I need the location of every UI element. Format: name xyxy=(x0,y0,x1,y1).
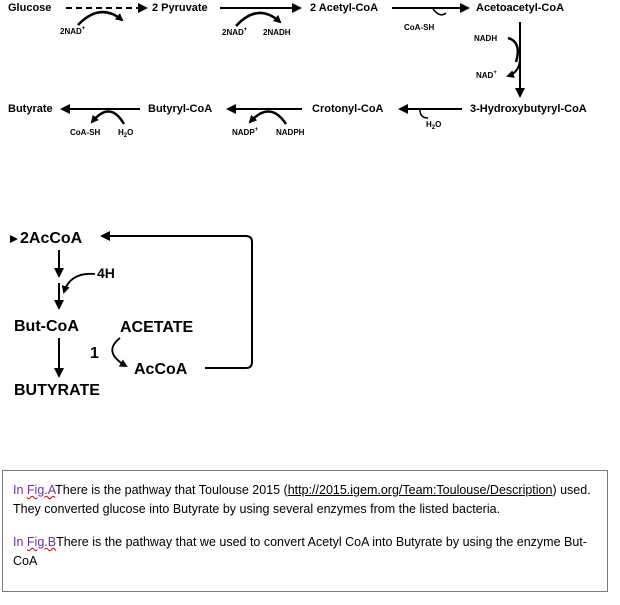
label-4h: 4H xyxy=(97,265,115,281)
curved-arrow-nad-2 xyxy=(235,11,282,27)
hook-arrow-coa-sh-1 xyxy=(432,8,447,16)
node-accoa: AcCoA xyxy=(134,361,188,378)
cofactor-h2o-1: H2O xyxy=(426,120,441,131)
fig-a-ref: In Fig.A xyxy=(13,483,56,497)
curved-arrow-nadph xyxy=(248,110,288,125)
node-2accoa: 2AcCoA xyxy=(20,230,83,247)
node-glucose: Glucose xyxy=(8,2,51,14)
toulouse-link[interactable]: http://2015.igem.org/Team:Toulouse/Descr… xyxy=(287,483,553,497)
cofactor-nad-3: NAD+ xyxy=(476,70,497,80)
cofactor-coa-sh-2: CoA-SH xyxy=(70,128,100,137)
curved-arrow-acetate-accoa xyxy=(111,337,128,368)
node-but-coa: But-CoA xyxy=(14,318,79,335)
curved-arrow-nadh-2 xyxy=(507,36,519,63)
node-acetoacetyl-coa: Acetoacetyl-CoA xyxy=(476,2,564,14)
fig-b-pathway: 2AcCoA 4H But-CoA BUTYRATE ACETATE 1 AcC… xyxy=(10,230,253,399)
node-crotonyl-coa: Crotonyl-CoA xyxy=(312,103,384,115)
label-one: 1 xyxy=(90,345,99,362)
curved-arrow-nad-3 xyxy=(506,57,521,78)
recycle-arrow-accoa-2accoa xyxy=(100,231,253,369)
node-butyryl-coa: Butyryl-CoA xyxy=(148,103,212,115)
cofactor-nad-2: 2NAD+ xyxy=(222,27,248,37)
caption-box: In Fig.AThere is the pathway that Toulou… xyxy=(2,470,608,592)
cofactor-h2o-2: H2O xyxy=(118,128,133,139)
caption-paragraph-a: In Fig.AThere is the pathway that Toulou… xyxy=(13,483,591,516)
hook-arrow-h2o-1 xyxy=(419,109,429,119)
cofactor-nad-1: 2NAD+ xyxy=(60,26,86,36)
cofactor-nadp: NADP+ xyxy=(232,127,259,137)
fig-a-pathway: Glucose 2NAD+ 2 Pyruvate 2NAD+ 2NADH 2 A… xyxy=(8,2,587,139)
pathway-diagram: Glucose 2NAD+ 2 Pyruvate 2NAD+ 2NADH 2 A… xyxy=(8,2,587,399)
curved-arrow-4h xyxy=(61,272,96,294)
node-pyruvate: 2 Pyruvate xyxy=(152,2,208,14)
cofactor-nadph: NADPH xyxy=(276,128,305,137)
cofactor-coa-sh-1: CoA-SH xyxy=(404,23,434,32)
node-butyrate: Butyrate xyxy=(8,103,53,115)
cofactor-nadh-2: NADH xyxy=(474,34,497,43)
node-acetyl-coa: 2 Acetyl-CoA xyxy=(310,2,378,14)
node-acetate: ACETATE xyxy=(120,319,194,336)
fig-b-ref: In Fig.B xyxy=(13,535,57,549)
node-hydroxybutyryl-coa: 3-Hydroxybutyryl-CoA xyxy=(470,103,587,115)
small-arrow-left-2accoa xyxy=(10,235,18,243)
node-butyrate-b: BUTYRATE xyxy=(14,382,100,399)
cofactor-nadh-1: 2NADH xyxy=(263,28,291,37)
curved-arrow-nad-1 xyxy=(77,11,124,26)
caption-paragraph-b: In Fig.BThere is the pathway that we use… xyxy=(13,535,587,568)
curved-arrow-coa-sh-2 xyxy=(90,110,126,125)
